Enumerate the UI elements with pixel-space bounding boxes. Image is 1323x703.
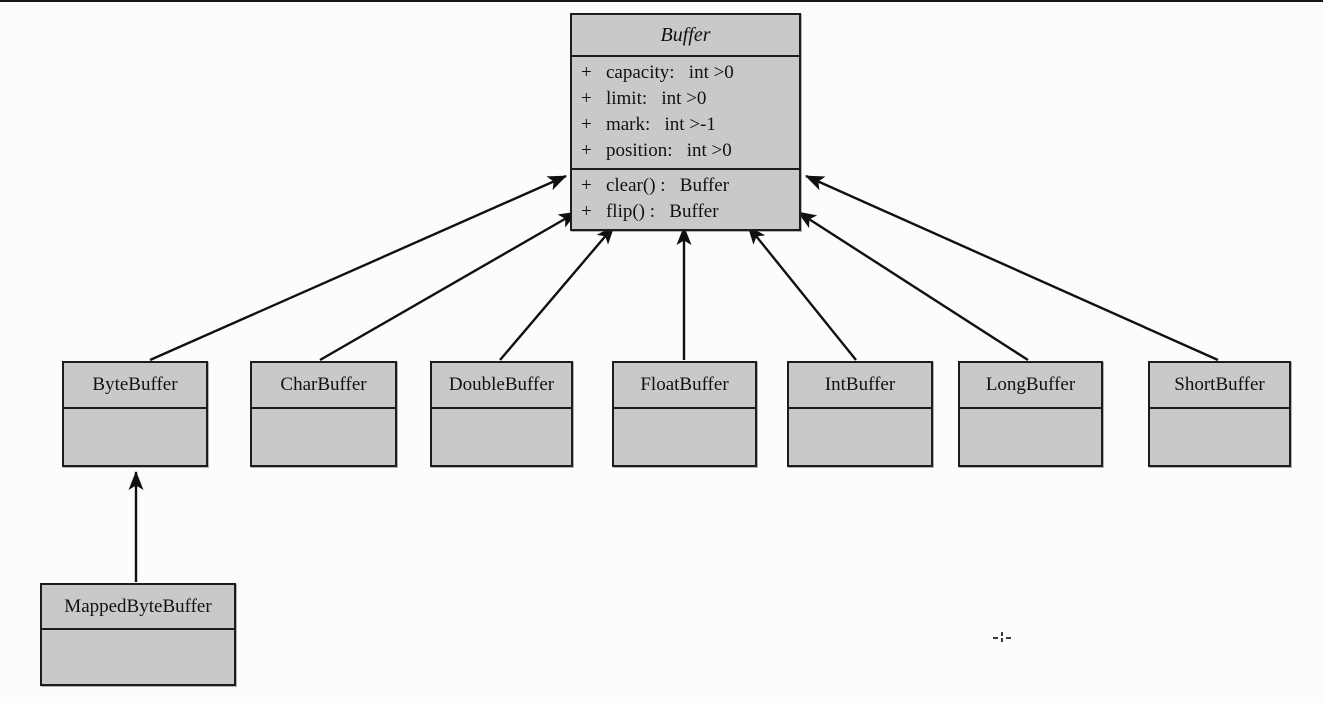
class-name-charbuffer: CharBuffer xyxy=(252,363,395,409)
empty-compartment xyxy=(789,409,931,465)
class-box-buffer: Buffer + capacity: int >0 + limit: int >… xyxy=(570,13,801,231)
arrow-longbuffer-to-buffer xyxy=(797,210,1029,362)
arrow-doublebuffer-to-buffer xyxy=(499,225,615,361)
empty-compartment xyxy=(42,630,234,684)
method-clear: + clear() : Buffer xyxy=(581,175,730,196)
arrow-intbuffer-to-buffer xyxy=(747,225,857,361)
empty-compartment xyxy=(432,409,571,465)
class-box-longbuffer: LongBuffer xyxy=(958,361,1103,467)
attributes-compartment: + capacity: int >0 + limit: int >0 + mar… xyxy=(572,57,799,170)
class-box-mappedbytebuffer: MappedByteBuffer xyxy=(40,583,236,686)
empty-compartment xyxy=(960,409,1101,465)
class-box-intbuffer: IntBuffer xyxy=(787,361,933,467)
arrow-charbuffer-to-buffer xyxy=(319,210,578,362)
class-box-doublebuffer: DoubleBuffer xyxy=(430,361,573,467)
class-name-longbuffer: LongBuffer xyxy=(960,363,1101,409)
class-name-shortbuffer: ShortBuffer xyxy=(1150,363,1289,409)
scan-top-edge-line xyxy=(0,0,1323,2)
attribute-position: + position: int >0 xyxy=(581,140,732,161)
arrow-shortbuffer-to-buffer xyxy=(805,174,1219,362)
class-name-mappedbytebuffer: MappedByteBuffer xyxy=(42,585,234,630)
class-box-bytebuffer: ByteBuffer xyxy=(62,361,208,467)
class-name-doublebuffer: DoubleBuffer xyxy=(432,363,571,409)
arrow-bytebuffer-to-buffer xyxy=(149,174,567,362)
mouse-cursor-crosshair-icon xyxy=(993,632,1011,644)
class-box-shortbuffer: ShortBuffer xyxy=(1148,361,1291,467)
class-box-charbuffer: CharBuffer xyxy=(250,361,397,467)
attribute-limit: + limit: int >0 xyxy=(581,88,707,109)
empty-compartment xyxy=(1150,409,1289,465)
class-name-bytebuffer: ByteBuffer xyxy=(64,363,206,409)
empty-compartment xyxy=(614,409,755,465)
class-name-intbuffer: IntBuffer xyxy=(789,363,931,409)
methods-compartment: + clear() : Buffer + flip() : Buffer xyxy=(572,170,799,229)
empty-compartment xyxy=(64,409,206,465)
class-box-floatbuffer: FloatBuffer xyxy=(612,361,757,467)
class-name-buffer: Buffer xyxy=(572,15,799,57)
class-name-floatbuffer: FloatBuffer xyxy=(614,363,755,409)
empty-compartment xyxy=(252,409,395,465)
method-flip: + flip() : Buffer xyxy=(581,201,719,222)
attribute-capacity: + capacity: int >0 xyxy=(581,62,734,83)
attribute-mark: + mark: int >-1 xyxy=(581,114,716,135)
